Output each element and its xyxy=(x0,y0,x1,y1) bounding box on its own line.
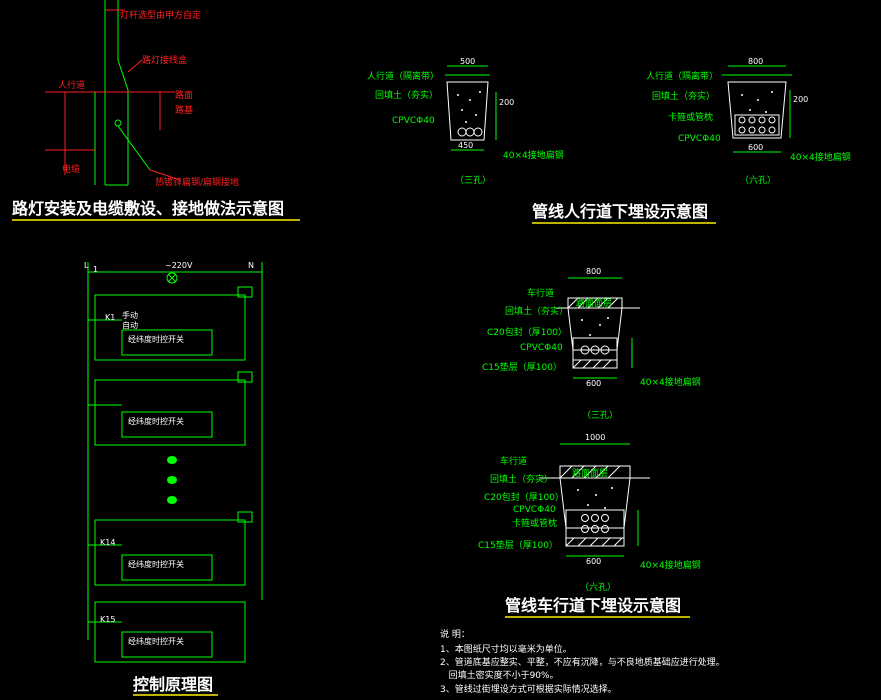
notes-item-2: 2、管道底基应整实、平整，不应有沉降，与不良地质基础应进行处理。 xyxy=(440,656,725,668)
dim-width-bottom: 600 xyxy=(586,379,601,388)
label-roadway: 车行道 xyxy=(527,287,554,299)
sidewalk-title: 管线人行道下埋设示意图 xyxy=(532,202,708,221)
notes-item-2b: 回填土密实度不小于90%。 xyxy=(440,669,559,681)
label-road-surface: 路面面层 xyxy=(572,467,608,479)
label-backfill: 回填土（夯实） xyxy=(375,89,438,101)
caption-six-hole: （六孔） xyxy=(580,581,616,593)
control-branch-15: K15 经纬度时控开关 xyxy=(88,601,246,663)
mode-auto: 自动 xyxy=(122,320,138,330)
label-ground-steel: 40×4接地扁钢 xyxy=(640,559,701,571)
label-cable: 电缆 xyxy=(62,163,80,175)
label-ground-steel: 40×4接地扁钢 xyxy=(640,376,701,388)
notes-heading: 说 明： xyxy=(440,628,470,640)
control-title: 控制原理图 xyxy=(133,675,213,694)
sidewalk-trench-3hole: 500 450 200 人行道（隔离带） 回填土（夯实） CPVCΦ40 40×… xyxy=(367,57,564,186)
label-ground-steel: 40×4接地扁钢 xyxy=(503,149,564,161)
label-junction-box: 路灯接线盒 xyxy=(142,54,187,66)
label-cpvc: CPVCΦ40 xyxy=(392,116,435,126)
label-clamp: 卡箍或管枕 xyxy=(512,517,557,529)
bus-label-l: L xyxy=(84,261,89,270)
branch-switch-label: K14 xyxy=(100,538,115,547)
label-c20: C20包封（厚100） xyxy=(487,326,567,338)
timer-label: 经纬度时控开关 xyxy=(128,334,184,344)
bus-label-voltage: ~220V xyxy=(165,261,193,270)
label-sidewalk-divider: 人行道（隔离带） xyxy=(367,70,439,82)
label-ground-flat-steel: 热镀锌扁钢/扁钢接地 xyxy=(155,176,239,188)
label-ground-steel: 40×4接地扁钢 xyxy=(790,151,851,163)
control-schematic: L ~220V N 1 K1 手动 自动 经纬度时控开关 经纬度时控开关 xyxy=(84,261,263,663)
caption-three-hole: （三孔） xyxy=(582,410,618,421)
notes-block: 说 明： 1、本图纸尺寸均以毫米为单位。 2、管道底基应整实、平整，不应有沉降，… xyxy=(440,628,725,695)
label-sidewalk-divider: 人行道（隔离带） xyxy=(646,70,718,82)
branch-switch-label: K1 xyxy=(105,313,115,322)
label-c20: C20包封（厚100） xyxy=(484,491,564,503)
label-backfill: 回填土（夯实） xyxy=(505,305,568,317)
label-backfill: 回填土（夯实） xyxy=(490,473,553,485)
label-c15: C15垫层（厚100） xyxy=(478,539,558,551)
label-cpvc: CPVCΦ40 xyxy=(513,505,556,515)
roadway-trench-3hole: 800 600 车行道 路面面层 回填土（夯实） C20包封（厚100） CPV… xyxy=(482,267,701,421)
label-pole-select: 灯杆选型由甲方自定 xyxy=(120,9,201,21)
label-road-surface: 路面面层 xyxy=(576,297,612,309)
label-cpvc: CPVCΦ40 xyxy=(520,343,563,353)
notes-item-1: 1、本图纸尺寸均以毫米为单位。 xyxy=(440,643,572,655)
bus-label-n: N xyxy=(248,261,254,270)
label-sidewalk: 人行道 xyxy=(58,79,85,91)
dim-width-bottom: 450 xyxy=(458,141,473,150)
control-branch-1: K1 手动 自动 经纬度时控开关 xyxy=(88,286,253,361)
control-branch-14: K14 经纬度时控开关 xyxy=(88,511,253,586)
lamp-install-diagram: 灯杆选型由甲方自定 路灯接线盒 人行道 路面 路基 电缆 热镀锌扁钢/扁钢接地 xyxy=(45,0,239,188)
timer-label: 经纬度时控开关 xyxy=(128,636,184,646)
roadway-title: 管线车行道下埋设示意图 xyxy=(505,596,681,615)
lamp-install-title: 路灯安装及电缆敷设、接地做法示意图 xyxy=(12,199,284,218)
branch-switch-label: K15 xyxy=(100,615,115,624)
sidewalk-trench-6hole: 800 600 200 人行道（隔离带） 回填土（夯实） 卡箍或管枕 CPVCΦ… xyxy=(646,57,851,186)
mode-manual: 手动 xyxy=(122,310,138,320)
dim-width-bottom: 600 xyxy=(586,557,601,566)
dim-width-top: 800 xyxy=(586,267,601,276)
timer-label: 经纬度时控开关 xyxy=(128,559,184,569)
label-clamp: 卡箍或管枕 xyxy=(668,111,713,123)
label-road-surface: 路面 xyxy=(175,89,193,101)
dim-width-top: 1000 xyxy=(585,433,605,442)
label-cpvc: CPVCΦ40 xyxy=(678,134,721,144)
bus-label-1: 1 xyxy=(93,265,98,274)
caption-six-hole: （六孔） xyxy=(740,174,776,186)
dim-width-top: 800 xyxy=(748,57,763,66)
ellipsis-dots xyxy=(167,456,177,504)
label-backfill: 回填土（夯实） xyxy=(652,90,715,102)
notes-item-3: 3、管线过街埋设方式可根据实际情况选择。 xyxy=(440,683,617,695)
label-roadway: 车行道 xyxy=(500,455,527,467)
label-road-base: 路基 xyxy=(175,104,193,116)
dim-width-bottom: 600 xyxy=(748,143,763,152)
dim-depth: 200 xyxy=(793,95,808,104)
caption-three-hole: （三孔） xyxy=(455,175,491,186)
dim-depth: 200 xyxy=(499,98,514,107)
label-c15: C15垫层（厚100） xyxy=(482,361,562,373)
dim-width-top: 500 xyxy=(460,57,475,66)
control-branch-2: 经纬度时控开关 xyxy=(88,371,253,446)
timer-label: 经纬度时控开关 xyxy=(128,416,184,426)
roadway-trench-6hole: 1000 600 车行道 路面面层 回填土（夯实） C20包封（厚100） CP… xyxy=(478,433,701,593)
